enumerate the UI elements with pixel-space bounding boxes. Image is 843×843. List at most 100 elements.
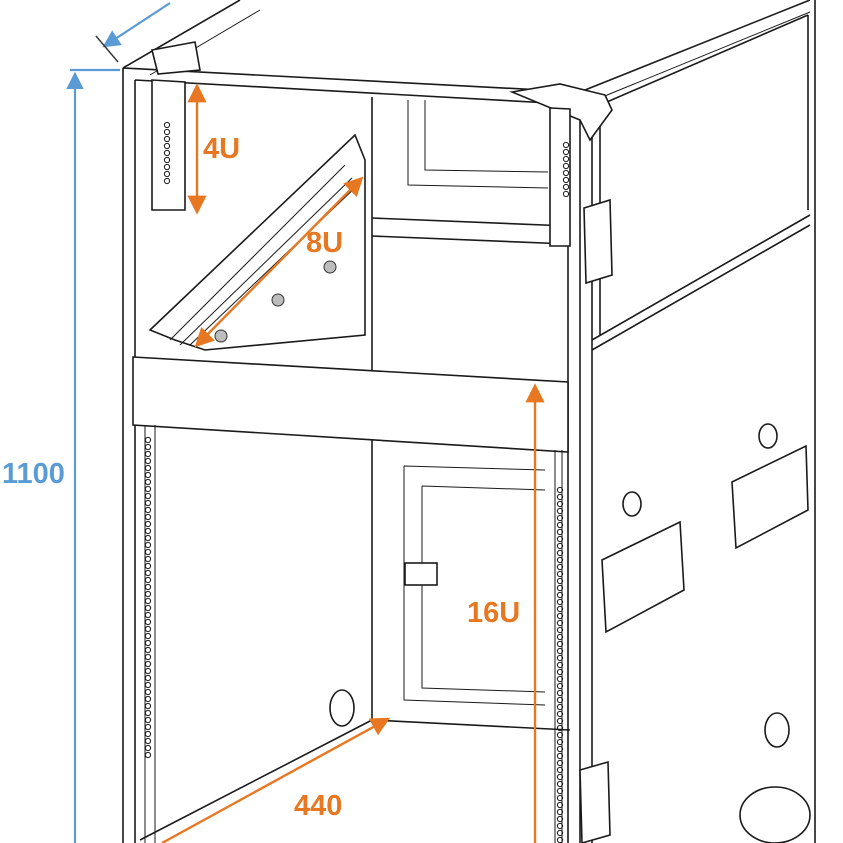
rail-hole bbox=[556, 752, 564, 760]
rail-hole bbox=[144, 471, 152, 479]
rail-hole bbox=[163, 149, 171, 157]
rail-hole bbox=[144, 443, 152, 451]
rail-hole bbox=[556, 605, 564, 613]
rail-hole bbox=[144, 499, 152, 507]
rail-hole bbox=[144, 590, 152, 598]
rail-hole bbox=[556, 577, 564, 585]
rail-hole bbox=[556, 745, 564, 753]
latch bbox=[583, 198, 613, 285]
rail-hole bbox=[556, 619, 564, 627]
rail-hole bbox=[556, 801, 564, 809]
rail-hole bbox=[556, 556, 564, 564]
dim-8u-arrow bbox=[194, 176, 364, 348]
rail-hole bbox=[556, 787, 564, 795]
rail-hole bbox=[556, 661, 564, 669]
rail-hole bbox=[144, 667, 152, 675]
dim-440-arrow bbox=[161, 717, 391, 843]
rail-hole bbox=[556, 612, 564, 620]
rail-hole bbox=[556, 493, 564, 501]
rail-hole bbox=[556, 773, 564, 781]
rail-hole bbox=[144, 723, 152, 731]
rail-hole bbox=[556, 626, 564, 634]
rail-hole bbox=[144, 737, 152, 745]
rail-hole bbox=[562, 162, 570, 170]
rail-hole bbox=[556, 710, 564, 718]
case-body bbox=[122, 0, 816, 843]
side-handle bbox=[601, 520, 685, 634]
rail-hole bbox=[556, 724, 564, 732]
label-440: 440 bbox=[294, 790, 342, 822]
rail-hole bbox=[144, 541, 152, 549]
rail-hole bbox=[163, 121, 171, 129]
rail-hole bbox=[144, 457, 152, 465]
rail-hole bbox=[144, 632, 152, 640]
label-4u: 4U bbox=[203, 133, 240, 165]
rail-hole bbox=[144, 436, 152, 444]
rail-hole bbox=[562, 183, 570, 191]
rail-hole bbox=[556, 808, 564, 816]
rail-hole bbox=[556, 717, 564, 725]
rail-hole bbox=[144, 751, 152, 759]
rail-hole bbox=[144, 527, 152, 535]
rail-hole bbox=[144, 646, 152, 654]
rail-hole bbox=[556, 528, 564, 536]
rail-hole bbox=[556, 675, 564, 683]
rail-hole bbox=[556, 696, 564, 704]
rail-hole bbox=[556, 780, 564, 788]
rail-hole bbox=[562, 155, 570, 163]
latch bbox=[579, 760, 611, 843]
rail-hole bbox=[144, 681, 152, 689]
rail-hole bbox=[556, 731, 564, 739]
rail-hole bbox=[556, 542, 564, 550]
rail-hole bbox=[556, 689, 564, 697]
rail-hole bbox=[556, 647, 564, 655]
rail-hole bbox=[556, 640, 564, 648]
label-16u: 16U bbox=[467, 597, 520, 629]
rail-hole bbox=[556, 794, 564, 802]
rail-hole bbox=[144, 478, 152, 486]
rail-hole bbox=[144, 464, 152, 472]
rail-hole bbox=[144, 506, 152, 514]
rail-hole bbox=[556, 521, 564, 529]
rail-hole bbox=[556, 829, 564, 837]
rail-hole bbox=[144, 674, 152, 682]
rail-hole bbox=[144, 653, 152, 661]
rail-hole bbox=[144, 660, 152, 668]
rail-hole bbox=[163, 142, 171, 150]
rail-hole bbox=[556, 703, 564, 711]
rail-hole bbox=[556, 535, 564, 543]
rail-hole bbox=[556, 654, 564, 662]
rail-hole bbox=[144, 555, 152, 563]
rail-hole bbox=[556, 584, 564, 592]
rail-hole bbox=[562, 169, 570, 177]
rail-hole bbox=[144, 730, 152, 738]
rail-hole bbox=[556, 759, 564, 767]
rail-hole bbox=[556, 500, 564, 508]
rail-hole bbox=[144, 604, 152, 612]
rail-hole bbox=[144, 492, 152, 500]
rail-hole bbox=[556, 507, 564, 515]
rail-hole bbox=[144, 744, 152, 752]
rail-hole bbox=[144, 639, 152, 647]
rail-hole bbox=[144, 709, 152, 717]
rail-hole bbox=[163, 170, 171, 178]
rail-hole bbox=[144, 569, 152, 577]
rail-hole bbox=[144, 702, 152, 710]
rail-hole bbox=[556, 549, 564, 557]
rail-hole bbox=[556, 738, 564, 746]
label-1100: 1100 bbox=[2, 458, 65, 490]
rail-hole bbox=[163, 177, 171, 185]
rail-hole bbox=[144, 576, 152, 584]
rail-hole bbox=[144, 534, 152, 542]
rail-hole bbox=[556, 591, 564, 599]
rail-hole bbox=[556, 633, 564, 641]
rail-hole bbox=[562, 190, 570, 198]
rail-hole bbox=[144, 688, 152, 696]
rail-hole bbox=[144, 548, 152, 556]
rail-hole bbox=[556, 570, 564, 578]
rail-hole bbox=[556, 514, 564, 522]
rail-hole bbox=[144, 485, 152, 493]
rail-hole bbox=[163, 163, 171, 171]
rail-hole bbox=[556, 668, 564, 676]
